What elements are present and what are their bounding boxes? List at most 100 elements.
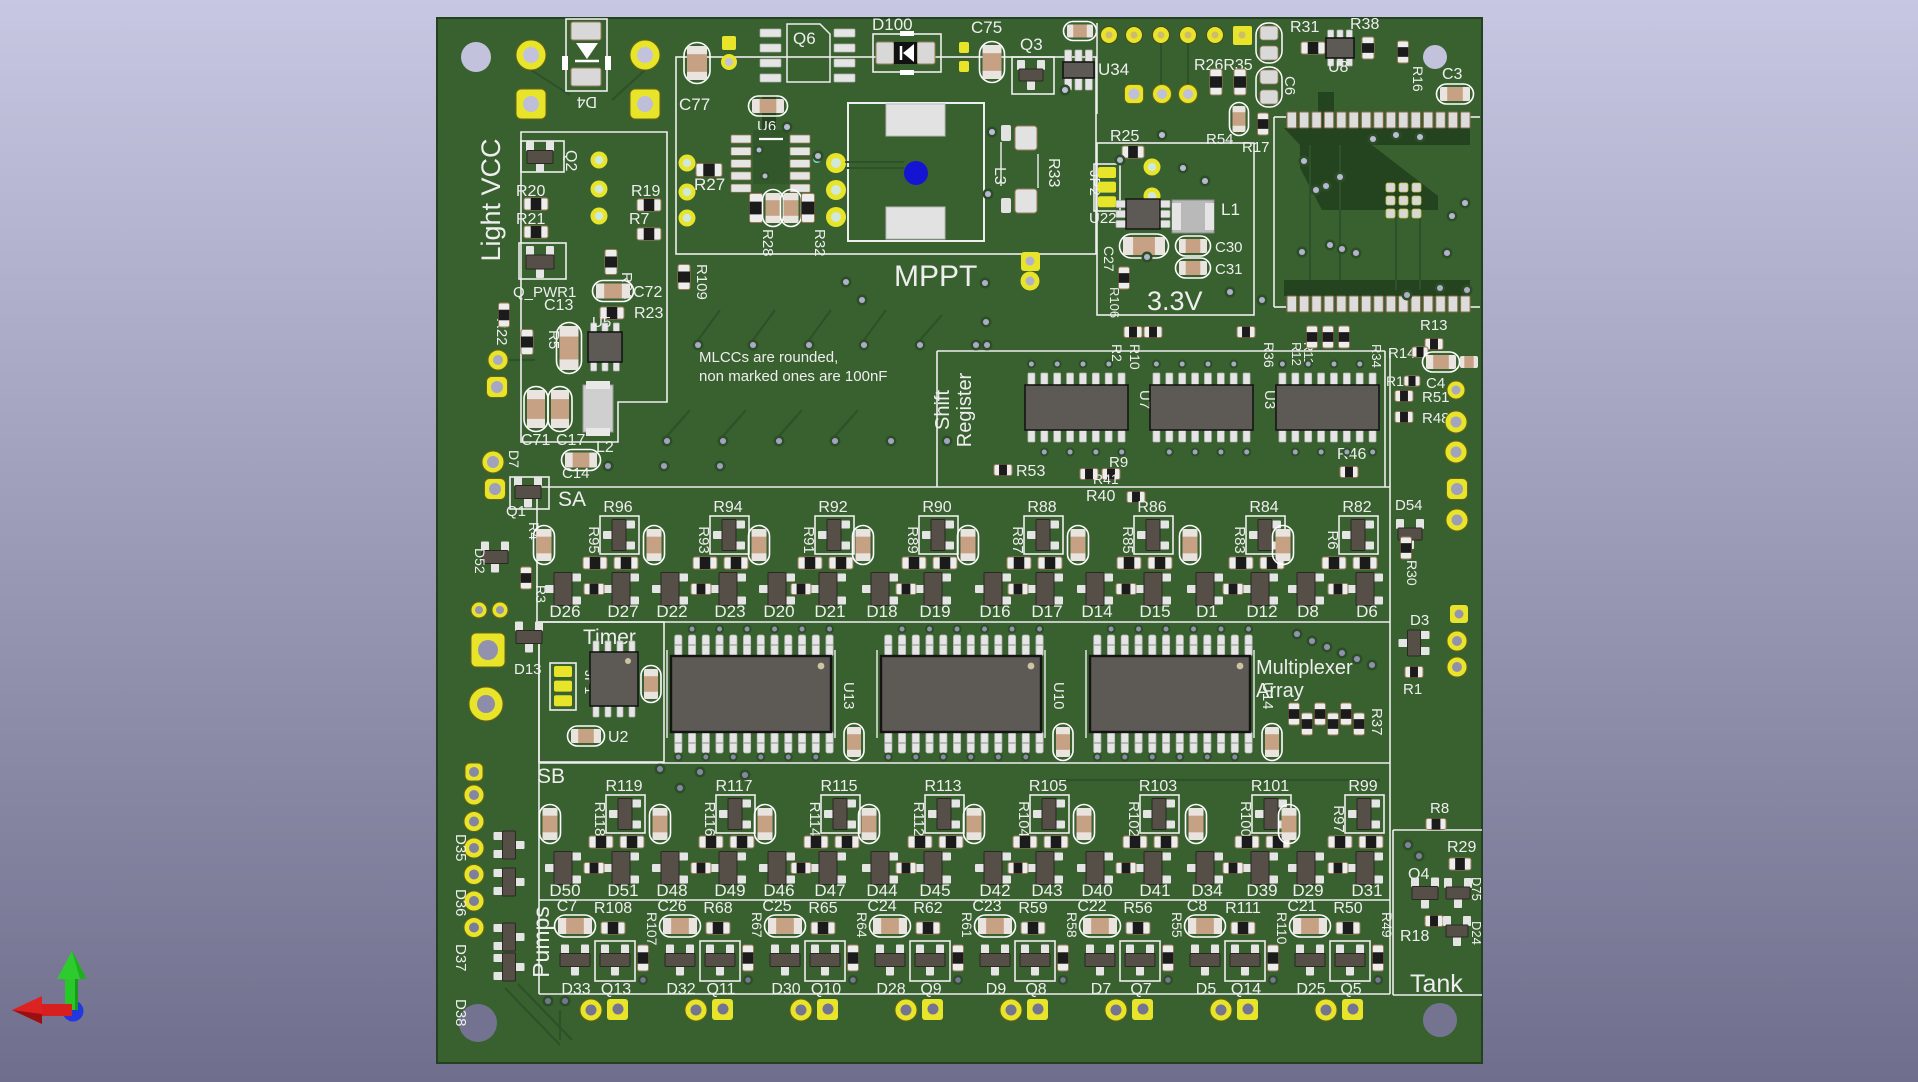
svg-text:MPPT: MPPT xyxy=(894,260,977,293)
svg-text:U2: U2 xyxy=(608,729,629,746)
svg-text:D15: D15 xyxy=(1139,602,1170,621)
svg-text:D5: D5 xyxy=(1196,981,1217,998)
svg-text:C22: C22 xyxy=(1077,898,1106,915)
svg-text:D31: D31 xyxy=(1351,881,1382,900)
svg-text:D14: D14 xyxy=(1081,602,1112,621)
svg-text:R102: R102 xyxy=(1125,801,1142,837)
svg-text:C14: C14 xyxy=(562,465,590,482)
svg-text:R30: R30 xyxy=(1404,560,1420,586)
svg-text:R94: R94 xyxy=(713,499,742,516)
svg-text:D27: D27 xyxy=(607,602,638,621)
svg-text:C6: C6 xyxy=(1281,76,1298,95)
svg-text:D28: D28 xyxy=(876,981,905,998)
svg-text:D48: D48 xyxy=(656,881,687,900)
svg-text:R1: R1 xyxy=(1403,681,1422,698)
svg-text:Light VCC: Light VCC xyxy=(476,138,506,261)
svg-text:U22: U22 xyxy=(1089,210,1117,227)
svg-text:R92: R92 xyxy=(818,499,847,516)
svg-text:R21: R21 xyxy=(516,211,545,228)
svg-text:Q14: Q14 xyxy=(1231,981,1261,998)
svg-text:R62: R62 xyxy=(913,900,942,917)
svg-text:R23: R23 xyxy=(634,305,663,322)
svg-text:C71: C71 xyxy=(521,432,550,449)
svg-text:R65: R65 xyxy=(808,900,837,917)
svg-text:3.3V: 3.3V xyxy=(1147,286,1203,316)
svg-text:C26: C26 xyxy=(657,898,686,915)
svg-text:R99: R99 xyxy=(1348,778,1377,795)
svg-text:C30: C30 xyxy=(1215,239,1243,256)
svg-text:D47: D47 xyxy=(814,881,845,900)
svg-text:Q10: Q10 xyxy=(811,981,841,998)
svg-text:R8: R8 xyxy=(1430,800,1449,817)
svg-text:D50: D50 xyxy=(549,881,580,900)
svg-text:R10: R10 xyxy=(1127,344,1143,370)
svg-text:R46: R46 xyxy=(1337,446,1366,463)
svg-text:R103: R103 xyxy=(1139,778,1177,795)
svg-text:Q13: Q13 xyxy=(601,981,631,998)
svg-text:D37: D37 xyxy=(452,944,469,972)
svg-text:R86: R86 xyxy=(1137,499,1166,516)
svg-text:Q1: Q1 xyxy=(506,503,526,520)
svg-text:Pumps: Pumps xyxy=(528,906,554,978)
svg-text:R101: R101 xyxy=(1251,778,1289,795)
svg-text:D3: D3 xyxy=(1410,612,1429,629)
svg-text:R115: R115 xyxy=(820,778,857,795)
svg-text:R37: R37 xyxy=(1368,708,1385,736)
svg-text:R51: R51 xyxy=(1422,389,1450,406)
svg-text:Q3: Q3 xyxy=(1020,35,1043,54)
svg-text:D17: D17 xyxy=(1031,602,1062,621)
svg-text:R54: R54 xyxy=(1206,131,1234,148)
svg-text:D49: D49 xyxy=(714,881,745,900)
svg-text:R13: R13 xyxy=(1420,317,1448,334)
svg-text:L2: L2 xyxy=(596,439,614,456)
svg-text:Register: Register xyxy=(954,372,976,447)
svg-text:D38: D38 xyxy=(452,999,469,1027)
svg-text:R49: R49 xyxy=(1379,912,1395,938)
svg-text:R56: R56 xyxy=(1123,900,1152,917)
svg-text:R6: R6 xyxy=(1324,530,1341,549)
svg-text:R2: R2 xyxy=(1109,344,1125,362)
svg-text:C31: C31 xyxy=(1215,261,1243,278)
svg-text:R9: R9 xyxy=(1109,454,1128,471)
svg-text:R59: R59 xyxy=(1018,900,1047,917)
svg-text:R106: R106 xyxy=(1107,287,1122,318)
svg-text:R108: R108 xyxy=(594,900,632,917)
svg-text:D24: D24 xyxy=(1469,921,1484,945)
svg-text:R38: R38 xyxy=(1350,16,1379,33)
svg-text:R41: R41 xyxy=(1093,471,1119,487)
svg-text:R116: R116 xyxy=(701,802,718,837)
svg-text:Array: Array xyxy=(1256,680,1304,702)
svg-text:R118: R118 xyxy=(591,802,608,837)
svg-text:R83: R83 xyxy=(1231,526,1248,554)
svg-text:D30: D30 xyxy=(771,981,800,998)
svg-text:L3: L3 xyxy=(991,167,1008,185)
svg-text:Q11: Q11 xyxy=(706,981,735,998)
svg-text:D46: D46 xyxy=(763,881,794,900)
svg-text:D8: D8 xyxy=(1297,602,1319,621)
svg-text:R91: R91 xyxy=(800,526,817,554)
svg-text:R85: R85 xyxy=(1119,526,1136,554)
svg-text:D51: D51 xyxy=(607,881,638,900)
svg-text:R31: R31 xyxy=(1290,19,1319,36)
svg-text:R14: R14 xyxy=(1388,345,1416,362)
svg-text:R104: R104 xyxy=(1015,801,1032,837)
svg-text:C3: C3 xyxy=(1442,66,1463,83)
svg-text:D16: D16 xyxy=(979,602,1010,621)
svg-text:C25: C25 xyxy=(762,898,791,915)
svg-text:R64: R64 xyxy=(854,912,870,938)
svg-text:R96: R96 xyxy=(603,499,632,516)
svg-text:D7: D7 xyxy=(506,450,522,468)
svg-text:D43: D43 xyxy=(1031,881,1062,900)
svg-text:R68: R68 xyxy=(703,900,732,917)
svg-text:U14: U14 xyxy=(1259,682,1276,710)
svg-text:R40: R40 xyxy=(1086,488,1115,505)
svg-text:D33: D33 xyxy=(561,981,590,998)
svg-text:C17: C17 xyxy=(556,432,585,449)
svg-text:R82: R82 xyxy=(1342,499,1371,516)
svg-text:R88: R88 xyxy=(1027,499,1056,516)
svg-text:D41: D41 xyxy=(1139,881,1170,900)
svg-text:D26: D26 xyxy=(549,602,580,621)
svg-text:R112: R112 xyxy=(910,802,927,837)
svg-text:Shift: Shift xyxy=(932,390,954,430)
svg-text:C4: C4 xyxy=(1426,375,1445,392)
